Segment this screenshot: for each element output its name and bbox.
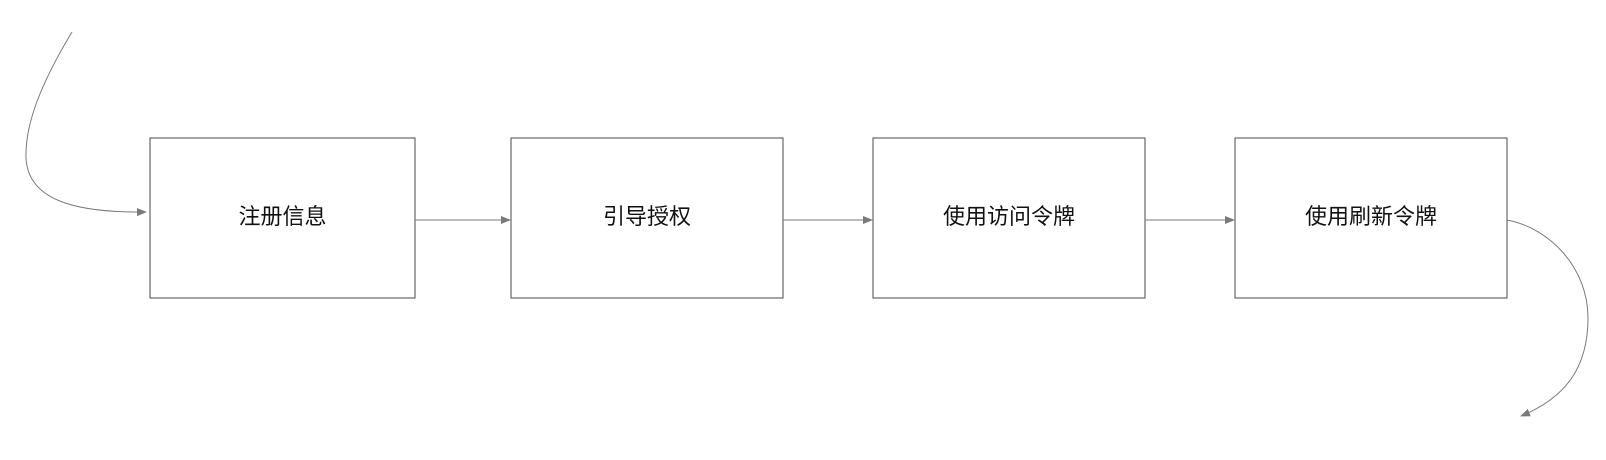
exit-curve-arrow (1506, 219, 1589, 417)
step-label: 注册信息 (238, 205, 326, 230)
step-box-guide-authorization: 引导授权 (510, 137, 784, 299)
entry-curve-arrow (25, 31, 147, 217)
step-box-use-access-token: 使用访问令牌 (872, 137, 1146, 299)
step-label: 使用访问令牌 (943, 205, 1075, 230)
step-label: 使用刷新令牌 (1305, 205, 1437, 230)
step-box-use-refresh-token: 使用刷新令牌 (1234, 137, 1508, 299)
step-box-register-info: 注册信息 (149, 137, 416, 299)
step-label: 引导授权 (603, 205, 691, 230)
